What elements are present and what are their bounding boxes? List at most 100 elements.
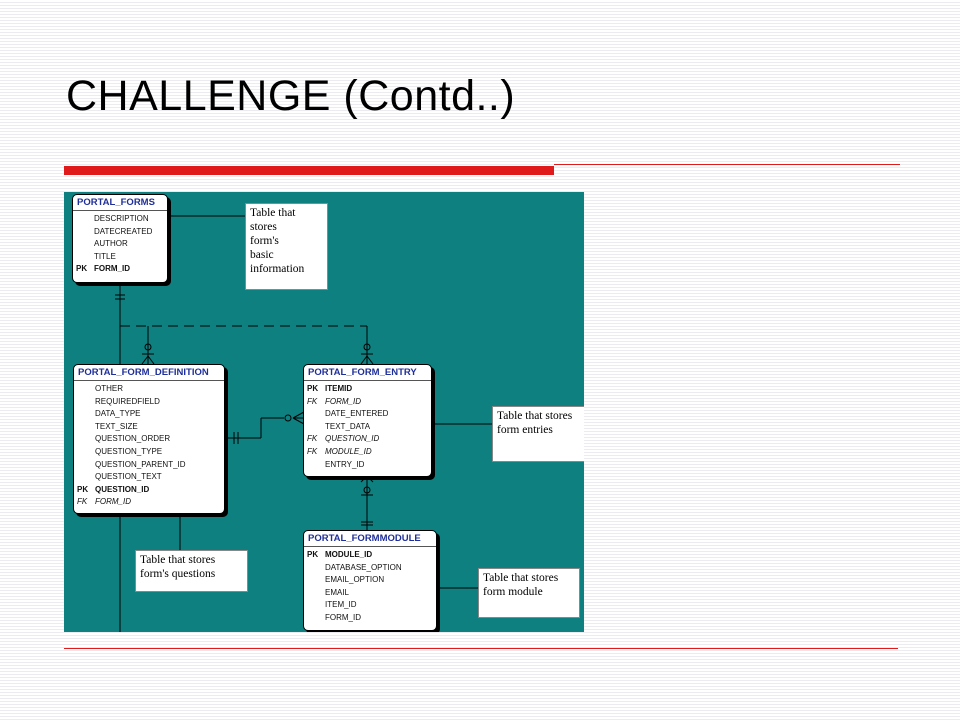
slide-title: CHALLENGE (Contd..) xyxy=(66,72,516,120)
entity-title: PORTAL_FORM_ENTRY xyxy=(304,365,431,381)
entity-title: PORTAL_FORMMODULE xyxy=(304,531,436,547)
field-key xyxy=(73,213,94,226)
field-key xyxy=(74,471,95,484)
entity-fields: PK ITEMID FK FORM_ID DATE_ENTERED TEXT_DATA FK… xyxy=(304,381,431,473)
entity-field-row: FK FORM_ID xyxy=(304,396,431,409)
note-line: form module xyxy=(483,586,543,598)
entity-field-row: EMAIL_OPTION xyxy=(304,574,436,587)
field-name: FORM_ID xyxy=(325,396,361,406)
field-name: QUESTION_ID xyxy=(325,434,380,444)
field-key xyxy=(304,562,325,575)
entity-field-row: FK FORM_ID xyxy=(74,496,224,509)
field-key xyxy=(304,587,325,600)
field-name: TEXT_SIZE xyxy=(95,421,138,431)
field-name: ENTRY_ID xyxy=(325,459,365,469)
field-name: MODULE_ID xyxy=(325,550,373,559)
field-name: ITEM_ID xyxy=(325,600,357,610)
field-name: QUESTION_TYPE xyxy=(95,446,163,456)
field-name: ITEMID xyxy=(325,384,353,393)
note-line: Table that stores xyxy=(497,410,573,422)
field-name: MODULE_ID xyxy=(325,446,372,456)
field-name: TEXT_DATA xyxy=(325,421,371,431)
entity-field-row: ITEM_ID xyxy=(304,599,436,612)
title-underline-rule xyxy=(554,164,900,165)
note-entry: Table that stores form entries xyxy=(492,406,584,462)
note-line: form's xyxy=(250,235,279,247)
field-name: AUTHOR xyxy=(94,239,128,249)
note-line: form entries xyxy=(497,424,553,436)
field-name: FORM_ID xyxy=(325,612,361,622)
entity-portal-form-definition: PORTAL_FORM_DEFINITION OTHER REQUIREDFIEL… xyxy=(73,364,225,514)
entity-field-row: QUESTION_PARENT_ID xyxy=(74,459,224,472)
field-name: EMAIL xyxy=(325,587,350,597)
field-key: PK xyxy=(77,484,89,494)
field-name: REQUIREDFIELD xyxy=(95,396,160,406)
title-underline-bar xyxy=(64,166,554,175)
field-key xyxy=(74,383,95,396)
field-key xyxy=(74,446,95,459)
entity-field-row: QUESTION_TYPE xyxy=(74,446,224,459)
entity-field-row: REQUIREDFIELD xyxy=(74,396,224,409)
field-key xyxy=(74,459,95,472)
entity-field-row: DATA_TYPE xyxy=(74,408,224,421)
field-name: FORM_ID xyxy=(95,497,131,507)
field-name: DATA_TYPE xyxy=(95,409,141,419)
field-name: DATABASE_OPTION xyxy=(325,562,402,572)
field-name: QUESTION_ID xyxy=(95,484,150,494)
entity-title: PORTAL_FORM_DEFINITION xyxy=(74,365,224,381)
entity-field-row: DATE_ENTERED xyxy=(304,408,431,421)
note-module: Table that stores form module xyxy=(478,568,580,618)
note-definition: Table that stores form's questions xyxy=(135,550,248,592)
field-key: PK xyxy=(76,264,88,274)
entity-field-row: QUESTION_TEXT xyxy=(74,471,224,484)
field-name: TITLE xyxy=(94,251,116,261)
field-name: DESCRIPTION xyxy=(94,214,149,223)
entity-field-row: DESCRIPTION xyxy=(73,213,167,226)
field-name: OTHER xyxy=(95,384,123,393)
field-key: FK xyxy=(77,497,88,507)
entity-field-row: AUTHOR xyxy=(73,238,167,251)
note-line: stores xyxy=(250,221,277,233)
field-name: FORM_ID xyxy=(94,264,130,274)
relationship-lines xyxy=(115,215,492,632)
entity-field-row: DATECREATED xyxy=(73,226,167,239)
field-key xyxy=(74,421,95,434)
field-key: FK xyxy=(307,446,318,456)
field-key: PK xyxy=(307,550,319,559)
note-line: form's questions xyxy=(140,568,216,580)
entity-field-row: TEXT_DATA xyxy=(304,421,431,434)
entity-field-row: FK QUESTION_ID xyxy=(304,433,431,446)
field-key xyxy=(304,421,325,434)
note-line: basic xyxy=(250,249,274,261)
field-name: QUESTION_TEXT xyxy=(95,472,162,482)
entity-title: PORTAL_FORMS xyxy=(73,195,167,211)
note-forms: Table that stores form's basic informati… xyxy=(245,203,328,290)
note-line: information xyxy=(250,263,305,275)
footer-rule xyxy=(64,648,898,649)
note-line: Table that stores xyxy=(483,572,559,584)
entity-field-row: OTHER xyxy=(74,383,224,396)
field-key xyxy=(304,408,325,421)
field-key xyxy=(73,238,94,251)
field-key xyxy=(304,459,325,472)
field-key xyxy=(74,396,95,409)
field-key xyxy=(74,433,95,446)
entity-field-row: PK QUESTION_ID xyxy=(74,484,224,497)
entity-portal-formmodule: PORTAL_FORMMODULE PK MODULE_ID DATABASE_OP… xyxy=(303,530,437,631)
field-key: FK xyxy=(307,434,318,444)
field-key xyxy=(304,612,325,625)
entity-field-row: PK MODULE_ID xyxy=(304,549,436,562)
field-key xyxy=(73,226,94,239)
entity-field-row: PK ITEMID xyxy=(304,383,431,396)
entity-field-row: FK MODULE_ID xyxy=(304,446,431,459)
entity-field-row: FORM_ID xyxy=(304,612,436,625)
entity-field-row: TEXT_SIZE xyxy=(74,421,224,434)
field-key xyxy=(304,599,325,612)
note-line: Table that xyxy=(250,207,296,219)
field-name: DATE_ENTERED xyxy=(325,409,389,419)
field-key: PK xyxy=(307,384,319,393)
field-key: FK xyxy=(307,396,318,406)
